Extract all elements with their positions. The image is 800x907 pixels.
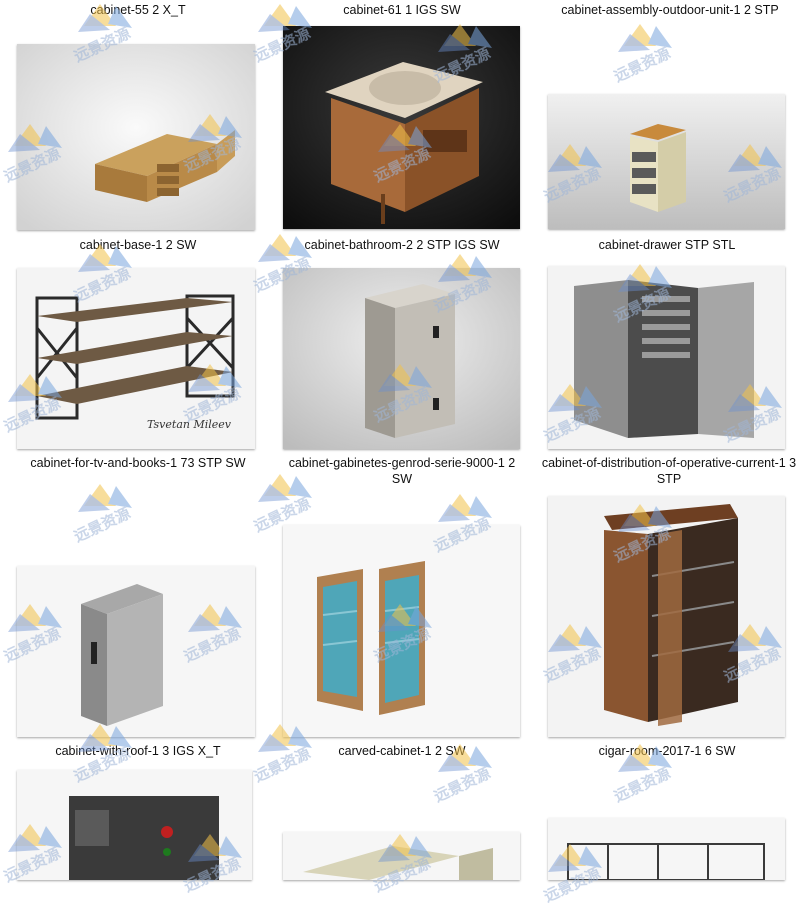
file-caption-top-3[interactable]: cabinet-assembly-outdoor-unit-1 2 STP <box>561 3 779 17</box>
thumbnail-cabinet-with-roof[interactable] <box>17 566 255 737</box>
thumbnail-cabinet-bathroom[interactable] <box>283 26 520 229</box>
file-caption-top-1[interactable]: cabinet-55 2 X_T <box>90 3 186 17</box>
file-caption-carved-cabinet[interactable]: carved-cabinet-1 2 SW <box>338 744 466 758</box>
file-caption-cabinet-gabinetes[interactable]: cabinet-gabinetes-genrod-serie-9000-1 2 … <box>288 456 516 486</box>
thumbnail-cigar-room[interactable] <box>548 496 785 737</box>
watermark-logo-icon: 远景资源 <box>70 480 150 546</box>
file-caption-cabinet-with-roof[interactable]: cabinet-with-roof-1 3 IGS X_T <box>55 744 221 758</box>
thumbnail-next-3[interactable] <box>548 818 785 880</box>
file-caption-cabinet-tv-books[interactable]: cabinet-for-tv-and-books-1 73 STP SW <box>30 456 246 470</box>
file-caption-cabinet-drawer[interactable]: cabinet-drawer STP STL <box>598 238 736 252</box>
thumbnail-carved-cabinet[interactable] <box>283 525 520 737</box>
thumbnail-cabinet-base[interactable] <box>17 44 255 230</box>
thumbnail-next-1[interactable] <box>17 770 252 880</box>
thumbnail-cabinet-distribution[interactable] <box>548 266 785 449</box>
watermark-logo-icon: 远景资源 <box>610 20 690 86</box>
thumbnail-cabinet-drawer[interactable] <box>548 94 785 229</box>
file-caption-cabinet-bathroom[interactable]: cabinet-bathroom-2 2 STP IGS SW <box>304 238 500 252</box>
file-caption-cabinet-base[interactable]: cabinet-base-1 2 SW <box>79 238 197 252</box>
file-caption-cabinet-distribution[interactable]: cabinet-of-distribution-of-operative-cur… <box>541 456 797 486</box>
thumbnail-cabinet-tv-books[interactable]: Tsvetan Mileev <box>17 268 255 449</box>
signature-text: Tsvetan Mileev <box>147 418 232 431</box>
file-caption-cigar-room[interactable]: cigar-room-2017-1 6 SW <box>598 744 736 758</box>
thumbnail-cabinet-gabinetes[interactable] <box>283 268 520 449</box>
file-caption-top-2[interactable]: cabinet-61 1 IGS SW <box>343 3 461 17</box>
thumbnail-next-2[interactable] <box>283 832 520 880</box>
